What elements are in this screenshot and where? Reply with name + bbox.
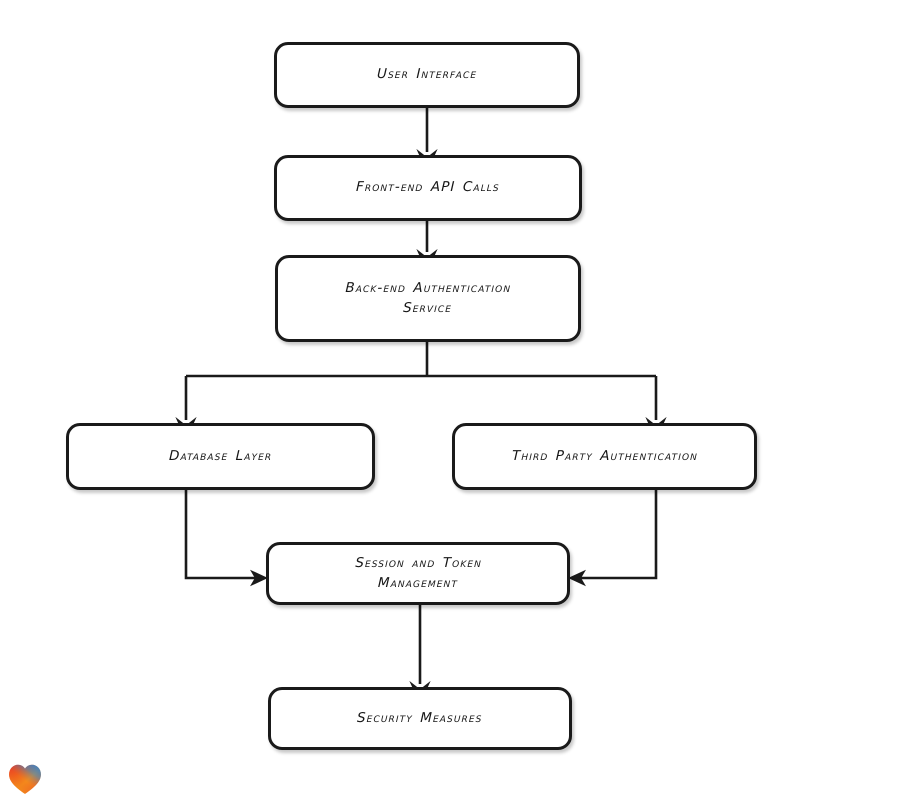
node-frontend-api-calls-label: Front-end API Calls	[355, 179, 501, 196]
node-third-party-authentication-label: Third Party Authentication	[511, 447, 698, 464]
node-session-and-token-management-label: Session and Token Management	[354, 554, 482, 591]
node-frontend-api-calls[interactable]: Front-end API Calls	[274, 155, 582, 221]
node-security-measures-label: Security Measures	[357, 709, 484, 726]
node-database-layer[interactable]: Database Layer	[66, 423, 375, 490]
node-user-interface-label: User Interface	[376, 66, 478, 83]
arrowhead-into-session-right	[568, 569, 586, 587]
node-security-measures[interactable]: Security Measures	[268, 687, 572, 750]
node-database-layer-label: Database Layer	[168, 447, 273, 464]
edge-thirdparty-to-session	[574, 490, 658, 580]
node-third-party-authentication[interactable]: Third Party Authentication	[452, 423, 757, 490]
node-session-and-token-management[interactable]: Session and Token Management	[266, 542, 570, 605]
node-backend-authentication-service-label: Back-end Authentication Service	[345, 279, 512, 316]
arrowhead-into-session-left	[250, 569, 268, 587]
edge-database-to-session	[184, 490, 262, 580]
node-backend-authentication-service[interactable]: Back-end Authentication Service	[275, 255, 581, 342]
heart-icon	[9, 764, 41, 794]
node-user-interface[interactable]: User Interface	[274, 42, 580, 108]
